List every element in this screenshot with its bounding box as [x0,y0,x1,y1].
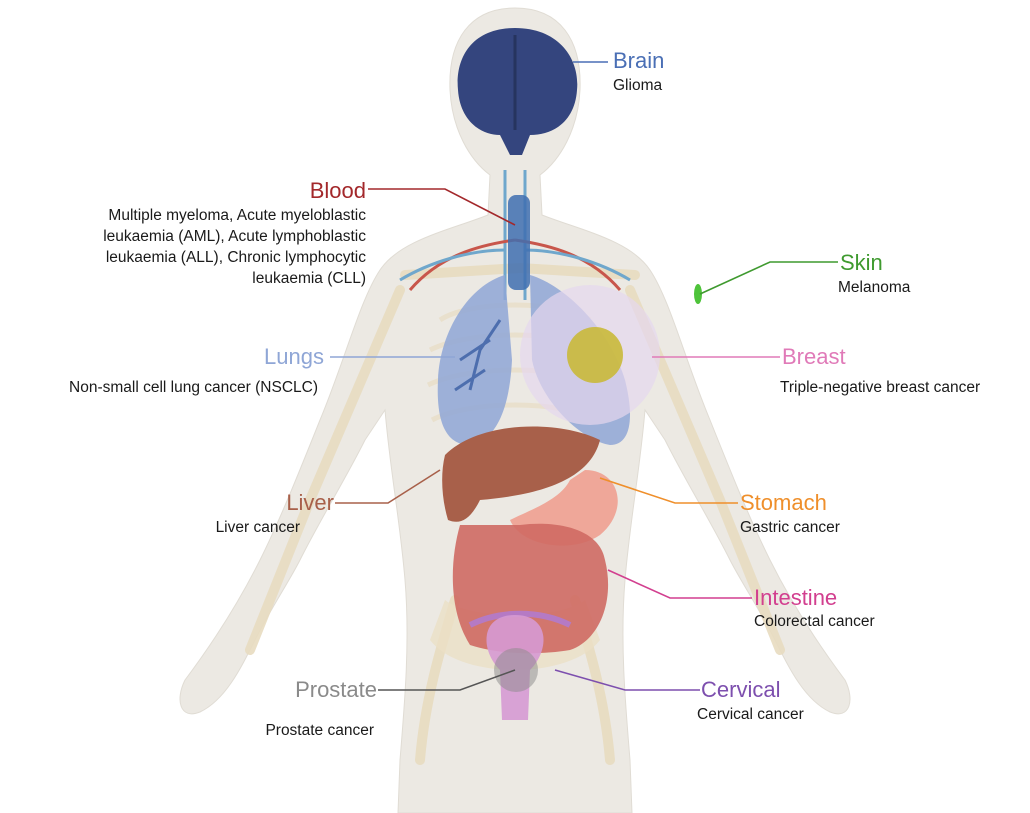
liver-organ-label: Liver [250,490,334,515]
prostate-organ-label: Prostate [270,677,377,702]
cervical-cancer-label: Cervical cancer [697,706,804,724]
trachea [508,195,530,290]
brain-cancer-label: Glioma [613,77,662,95]
brain-organ-label: Brain [613,48,664,73]
cervical-organ-label: Cervical [701,677,780,702]
intestine-organ-label: Intestine [754,585,837,610]
lungs-organ-label: Lungs [240,344,324,369]
blood-cancer-label: Multiple myeloma, Acute myeloblastic leu… [20,206,366,290]
stomach-cancer-label: Gastric cancer [740,519,840,537]
skin-cancer-label: Melanoma [838,279,910,297]
breast-cancer-label: Triple-negative breast cancer [780,379,980,397]
skin-organ-label: Skin [840,250,883,275]
liver-cancer-label: Liver cancer [150,519,300,537]
lungs-cancer-label: Non-small cell lung cancer (NSCLC) [0,379,318,397]
blood-organ-label: Blood [300,178,366,203]
breast-organ-label: Breast [782,344,846,369]
breast-illustration [520,285,660,425]
prostate-cancer-label: Prostate cancer [200,722,374,740]
intestine-cancer-label: Colorectal cancer [754,613,875,631]
leader-skin [700,262,838,294]
stomach-organ-label: Stomach [740,490,827,515]
leader-intestine [608,570,752,598]
